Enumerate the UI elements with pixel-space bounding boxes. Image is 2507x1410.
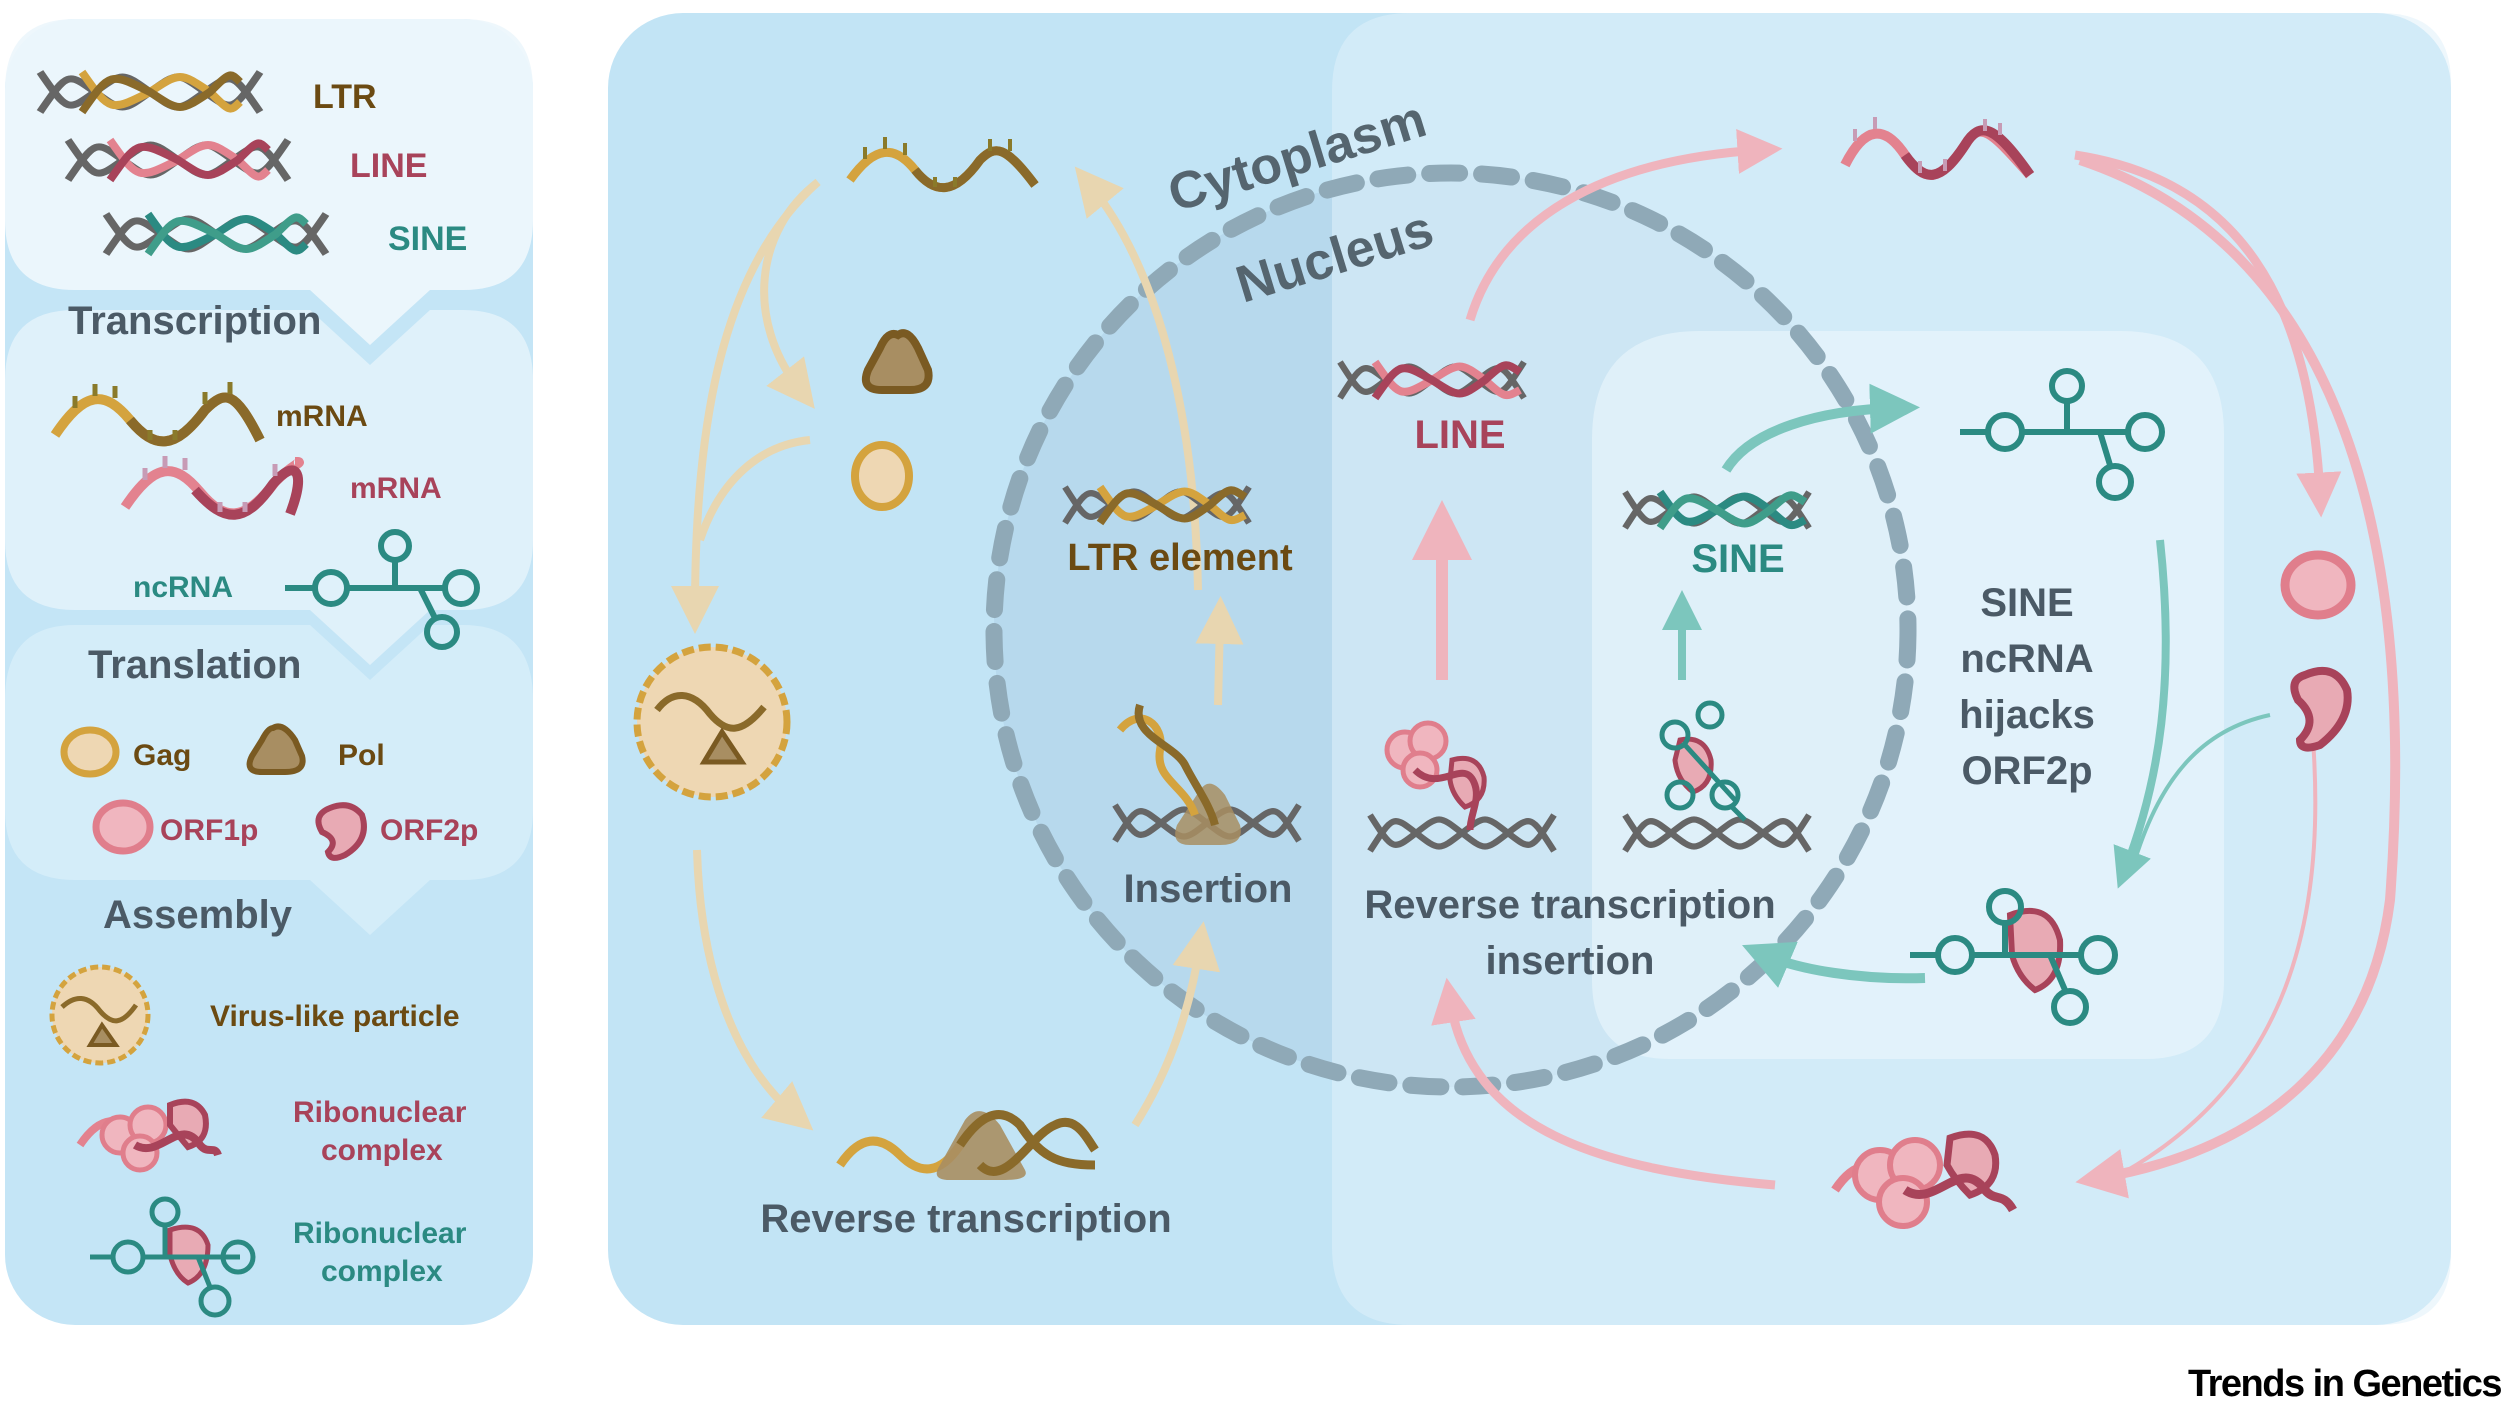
sine-hijack-text-3: hijacks (1959, 693, 2095, 737)
legend-line-rnp-label-1: Ribonuclear (293, 1096, 467, 1129)
line-mrna-cytoplasm (1840, 117, 2035, 180)
legend-sine-rnp-label-1: Ribonuclear (293, 1217, 467, 1250)
reverse-transcription-label: Reverse transcription (760, 1197, 1171, 1241)
sine-element-dna (1625, 492, 1809, 528)
ltr-dna-icon (40, 72, 260, 112)
pol-protein (861, 329, 933, 394)
legend-bubble-proteins (5, 625, 533, 935)
legend-section-assembly: Assembly (103, 893, 293, 937)
legend-ncrna-label: ncRNA (133, 571, 233, 604)
orf2p-protein (2290, 667, 2352, 752)
journal-credit: Trends in Genetics (2188, 1363, 2503, 1405)
legend-section-transcription: Transcription (68, 299, 321, 343)
sine-flow-arrows (1662, 383, 2271, 988)
ncrna-structure-icon (285, 529, 480, 650)
line-dna-icon (68, 140, 288, 180)
sine-hijack-text-2: ncRNA (1960, 637, 2093, 681)
line-element-dna (1340, 362, 1524, 398)
ltr-element-label: LTR element (1067, 537, 1293, 579)
legend-line-label: LINE (350, 147, 427, 185)
line-rnp-icon (76, 1098, 222, 1173)
sine-rnp-icon (90, 1196, 256, 1318)
ltr-element-dna (1065, 487, 1249, 523)
line-label: LINE (1414, 413, 1505, 457)
legend-orf1p-label: ORF1p (160, 814, 258, 847)
legend-sine-rnp-label-2: complex (321, 1255, 443, 1288)
legend-sine-label: SINE (388, 220, 467, 258)
sine-rnp-insertion (1625, 700, 1809, 851)
virus-like-particle-icon (49, 964, 151, 1066)
legend-ltr-mrna-label: mRNA (276, 400, 368, 433)
sine-hijack-text-4: ORF2p (1961, 749, 2092, 793)
insertion-label: Insertion (1124, 867, 1293, 911)
ltr-mrna-icon (50, 382, 265, 447)
legend-section-translation: Translation (88, 643, 301, 687)
orf1p-protein (2280, 550, 2356, 620)
line-rnp-insertion (1370, 720, 1554, 851)
ltr-reverse-transcription-complex (836, 1110, 1099, 1180)
sine-hijack-text-1: SINE (1980, 581, 2073, 625)
legend-ltr-label: LTR (313, 78, 377, 116)
legend-orf2p-label: ORF2p (380, 814, 478, 847)
line-rnp-cytoplasm (1831, 1130, 2017, 1229)
orf2p-protein-icon (315, 802, 367, 861)
rt-insertion-label-1: Reverse transcription (1364, 883, 1775, 927)
pol-protein-icon (246, 723, 306, 775)
sine-rnp-cytoplasm (1910, 888, 2118, 1026)
sine-ncrna-cytoplasm (1960, 368, 2165, 501)
legend-line-rnp-label-2: complex (321, 1134, 443, 1167)
line-mrna-icon (120, 456, 304, 520)
legend-vlp-label: Virus-like particle (210, 1000, 460, 1033)
rt-insertion-label-2: insertion (1486, 939, 1655, 983)
legend-pol-label: Pol (338, 739, 385, 772)
gag-protein-icon (60, 726, 120, 778)
line-flow-arrows (1412, 128, 2401, 1199)
legend-gag-label: Gag (133, 739, 191, 772)
ltr-insertion-complex (1115, 703, 1299, 845)
virus-like-particle (633, 643, 791, 801)
sine-label: SINE (1691, 537, 1784, 581)
nuclear-envelope (985, 164, 1917, 1096)
gag-protein (851, 441, 913, 511)
legend-line-mrna-label: mRNA (350, 472, 442, 505)
orf1p-protein-icon (92, 799, 154, 855)
sine-dna-icon (106, 214, 326, 254)
ltr-mrna-cytoplasm (846, 137, 1039, 192)
ltr-flow-arrows (671, 166, 1244, 1131)
